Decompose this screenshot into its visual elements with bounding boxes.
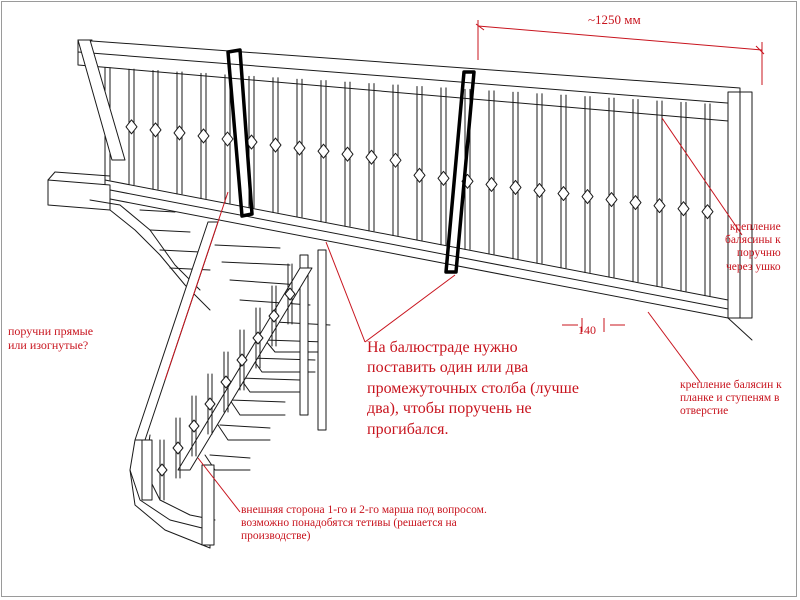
baluster-3: [149, 70, 162, 190]
lower-baluster-4: [204, 373, 216, 435]
baluster-25: [677, 101, 690, 292]
baluster-5: [197, 72, 210, 199]
baluster-26: [701, 103, 714, 297]
lower-baluster-8: [268, 285, 280, 347]
baluster-12: [365, 83, 378, 232]
end-newel-post: [727, 91, 753, 341]
baluster-11: [341, 81, 354, 227]
dimension-1250: ~1250 мм: [588, 12, 641, 27]
lower-baluster-5: [220, 351, 232, 413]
lower-baluster-1: [156, 439, 168, 501]
intermediate-posts-highlight: [226, 48, 476, 274]
baluster-23: [629, 99, 642, 283]
baluster-18: [509, 91, 522, 260]
annotation-baluster-to-handrail: крепление балясины к поручню через ушко: [725, 221, 781, 273]
baluster-20: [557, 94, 570, 269]
baluster-17: [485, 90, 498, 255]
annotation-main: На балюстраде нужно поставить один или д…: [367, 339, 579, 438]
lower-baluster-7: [252, 307, 264, 369]
baluster-15: [437, 87, 450, 246]
lower-baluster-3: [188, 395, 200, 457]
baluster-6: [221, 74, 234, 204]
lower-baluster-6: [236, 329, 248, 391]
inner-support-posts: [299, 249, 327, 431]
annotation-handrail-question: поручни прямые или изогнутые?: [8, 324, 94, 352]
baluster-21: [581, 96, 594, 273]
baluster-22: [605, 97, 618, 278]
baluster-8: [269, 77, 282, 213]
baluster-24: [653, 100, 666, 287]
baluster-2: [125, 68, 138, 186]
baluster-14: [413, 85, 426, 241]
lower-balusters: [156, 263, 296, 501]
lower-baluster-2: [172, 417, 184, 479]
annotation-lines: [164, 20, 765, 513]
dimension-140: 140: [578, 323, 596, 337]
baluster-10: [317, 80, 330, 223]
annotation-baluster-to-rail: крепление балясин к планке и ступеням в …: [680, 379, 782, 418]
baluster-4: [173, 71, 186, 195]
annotation-outer-side: внешняя сторона 1-го и 2-го марша под во…: [241, 504, 487, 543]
lower-baluster-9: [284, 263, 296, 325]
baluster-13: [389, 84, 402, 236]
baluster-9: [293, 78, 306, 218]
baluster-19: [533, 93, 546, 264]
